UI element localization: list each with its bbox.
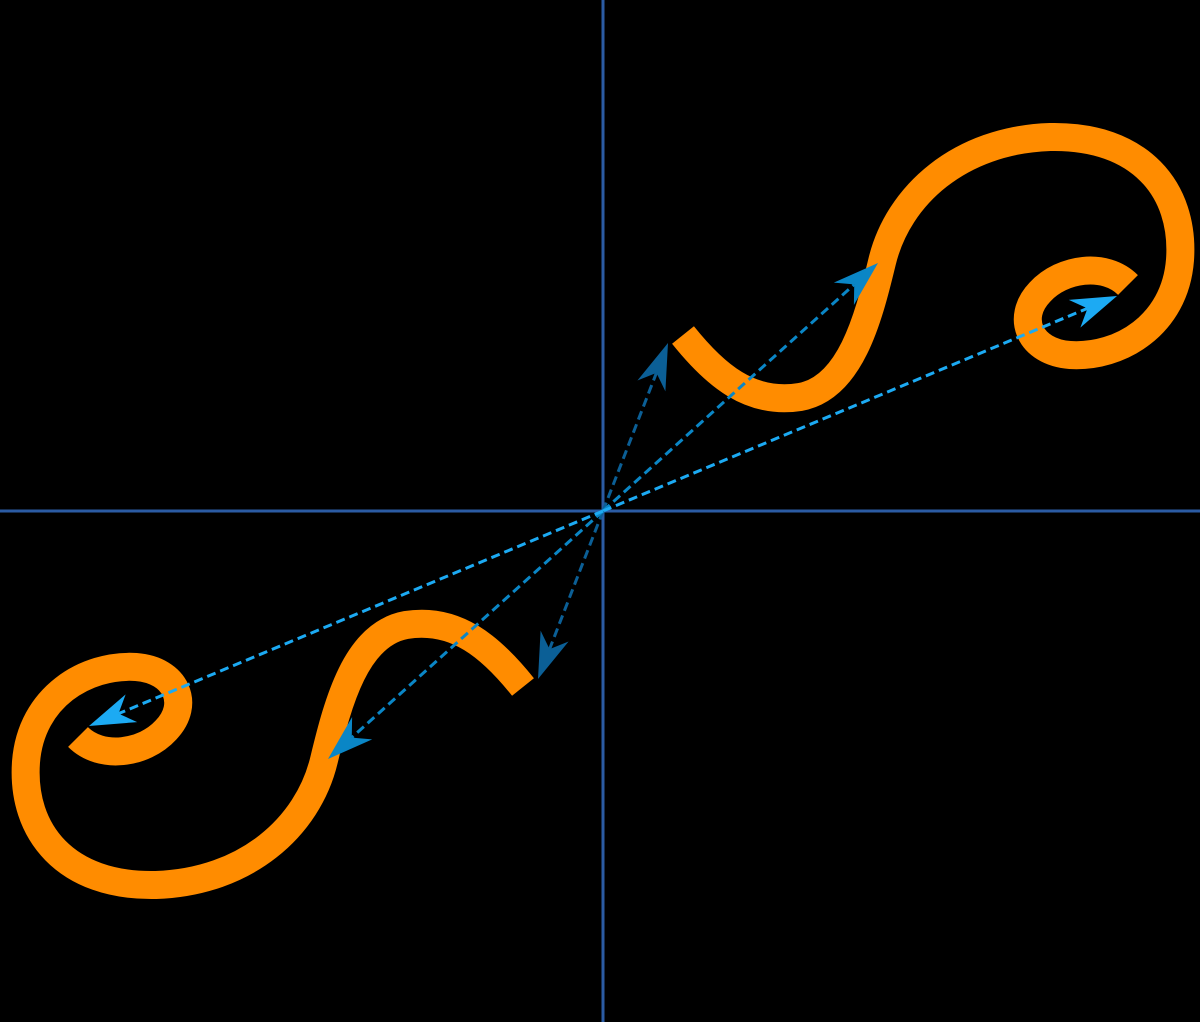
double-spiral-curve <box>11 122 1195 900</box>
vector-short-mirror-arrowhead-icon <box>538 630 569 679</box>
position-vectors <box>89 263 1117 759</box>
vector-short-arrowhead-icon <box>637 343 668 392</box>
vector-short-shaft <box>601 372 658 512</box>
vector-medium-arrowhead-icon <box>833 263 878 305</box>
vector-long-mirror-arrowhead-icon <box>89 694 138 726</box>
vector-medium-mirror-arrowhead-icon <box>328 717 373 759</box>
vector-long-arrowhead-icon <box>1068 296 1117 328</box>
vector-short-mirror-shaft <box>548 510 605 650</box>
spiral-lower-branch <box>11 609 534 900</box>
vector-medium-mirror-shaft <box>350 509 605 739</box>
vector-long-shaft <box>602 306 1089 513</box>
vector-medium-shaft <box>601 283 856 513</box>
spiral-upper-branch <box>672 122 1195 413</box>
vector-long-mirror-shaft <box>117 509 604 716</box>
